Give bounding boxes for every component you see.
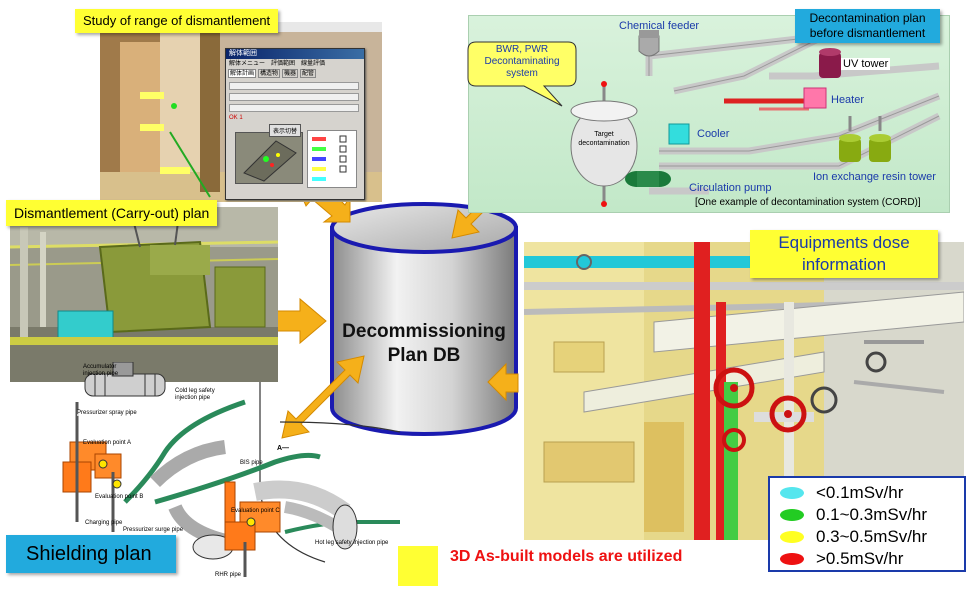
dialog-tab[interactable]: 配管 xyxy=(300,69,317,78)
dialog-row xyxy=(229,82,359,90)
bottom-note-text: 3D As-built models are utilized xyxy=(450,548,683,565)
label-cold-leg-line1: Cold leg safety xyxy=(175,388,215,394)
label-chemical-feeder: Chemical feeder xyxy=(619,20,700,32)
label-heater: Heater xyxy=(831,94,865,106)
label-cold-leg: Cold leg safety injection pipe xyxy=(175,388,215,402)
label-uv-tower: UV tower xyxy=(841,58,891,70)
label-target: Target decontamination xyxy=(571,130,637,148)
dose-title: Equipments dose information xyxy=(750,230,938,278)
bottom-note-swatch xyxy=(398,546,438,586)
label-pressurizer-surge: Pressurizer surge pipe xyxy=(123,527,184,533)
decon-callout: BWR, PWR Decontaminating system xyxy=(466,40,578,108)
dialog-legend-list xyxy=(307,130,357,188)
legend-swatch-icon xyxy=(780,553,804,565)
dialog-menu: 解体メニュー 評価範囲 線量評価 xyxy=(226,59,364,69)
legend-row: >0.5mSv/hr xyxy=(780,548,964,570)
label-accumulator-line1: Accumulator xyxy=(83,364,117,370)
database-cylinder xyxy=(328,200,520,440)
dialog-ok-label: OK 1 xyxy=(229,115,243,121)
decon-callout-line3: system xyxy=(506,68,538,79)
label-accumulator: Accumulator injection pipe xyxy=(83,364,118,378)
dialog-tabs: 解体計画 構造物 機器 配管 xyxy=(226,69,364,78)
decon-plan-title-line1: Decontamination plan xyxy=(809,11,926,25)
legend-label: 0.3~0.5mSv/hr xyxy=(816,527,928,546)
decon-callout-text: BWR, PWR Decontaminating system xyxy=(468,44,576,80)
decon-caption: [One example of decontamination system (… xyxy=(695,197,921,208)
decon-system-panel: Chemical feeder UV tower Heater Cooler T… xyxy=(468,15,950,213)
label-bis: BIS pipe xyxy=(240,460,263,466)
label-eval-b: Evaluation point B xyxy=(95,494,144,500)
legend-label: >0.5mSv/hr xyxy=(816,549,904,568)
dialog-tab[interactable]: 機器 xyxy=(282,69,299,78)
legend-swatch-icon xyxy=(780,487,804,499)
decon-callout-line2: Decontaminating xyxy=(484,56,560,67)
dialog-tab[interactable]: 解体計画 xyxy=(228,69,257,78)
label-eval-a: Evaluation point A xyxy=(83,440,132,446)
dialog-row xyxy=(229,104,359,112)
legend-swatch-icon xyxy=(780,509,804,521)
database-label: Decommissioning Plan DB xyxy=(328,320,520,368)
dialog-toggle-button[interactable]: 表示切替 xyxy=(269,124,302,137)
dialog-preview xyxy=(235,132,303,184)
dialog-body: OK 1 表示切替 xyxy=(229,82,359,194)
decon-callout-line1: BWR, PWR xyxy=(495,44,549,55)
legend-label: <0.1mSv/hr xyxy=(816,483,904,502)
carryout-plan-title: Dismantlement (Carry-out) plan xyxy=(6,200,218,226)
label-target-line1: Target xyxy=(594,131,614,138)
legend-row: <0.1mSv/hr xyxy=(780,482,964,504)
dialog-tab[interactable]: 構造物 xyxy=(258,69,281,78)
legend-swatch-icon xyxy=(780,531,804,543)
carryout-plan-image xyxy=(10,207,278,382)
arrow-shielding xyxy=(281,355,365,439)
dialog-menu-item[interactable]: 評価範囲 xyxy=(271,61,296,67)
dose-title-line2: information xyxy=(801,255,887,274)
dialog-row xyxy=(229,93,359,101)
label-accumulator-line2: injection pipe xyxy=(83,371,119,377)
database-label-line1: Decommissioning xyxy=(342,321,506,342)
label-eval-c: Evaluation point C xyxy=(231,508,280,514)
legend-label: 0.1~0.3mSv/hr xyxy=(816,505,928,524)
label-rhr: RHR pipe xyxy=(215,572,242,578)
dialog-titlebar: 解体範囲 xyxy=(226,49,364,59)
shielding-drawing: Accumulator injection pipe Pressurizer s… xyxy=(55,362,400,587)
decon-plan-title: Decontamination plan before dismantlemen… xyxy=(795,9,940,43)
dismantle-dialog: 解体範囲 解体メニュー 評価範囲 線量評価 解体計画 構造物 機器 配管 OK … xyxy=(225,48,365,200)
dialog-menu-item[interactable]: 線量評価 xyxy=(301,61,326,67)
legend-row: 0.1~0.3mSv/hr xyxy=(780,504,964,526)
label-cold-leg-line2: injection pipe xyxy=(175,395,211,401)
legend-row: 0.3~0.5mSv/hr xyxy=(780,526,964,548)
decon-plan-title-line2: before dismantlement xyxy=(809,26,926,40)
label-pressurizer-spray: Pressurizer spray pipe xyxy=(77,410,137,416)
dialog-title: 解体範囲 xyxy=(229,50,257,57)
arrow-dose xyxy=(487,362,519,402)
label-circulation-pump: Circulation pump xyxy=(689,182,772,194)
dialog-menu-item[interactable]: 解体メニュー xyxy=(229,61,266,67)
dose-title-line1: Equipments dose xyxy=(778,233,910,252)
dose-legend: <0.1mSv/hr 0.1~0.3mSv/hr 0.3~0.5mSv/hr >… xyxy=(768,476,966,572)
database-label-line2: Plan DB xyxy=(387,345,461,366)
label-charging: Charging pipe xyxy=(85,520,123,526)
label-hot-leg: Hot leg safety injection pipe xyxy=(315,540,389,546)
shielding-plan-title: Shielding plan xyxy=(6,535,176,573)
range-study-image: 解体範囲 解体メニュー 評価範囲 線量評価 解体計画 構造物 機器 配管 OK … xyxy=(100,22,382,202)
label-section-a: A— xyxy=(277,445,290,452)
label-cooler: Cooler xyxy=(697,128,730,140)
range-study-title: Study of range of dismantlement xyxy=(75,9,279,33)
label-target-line2: decontamination xyxy=(578,140,630,147)
label-ion-exchange: Ion exchange resin tower xyxy=(813,171,936,183)
